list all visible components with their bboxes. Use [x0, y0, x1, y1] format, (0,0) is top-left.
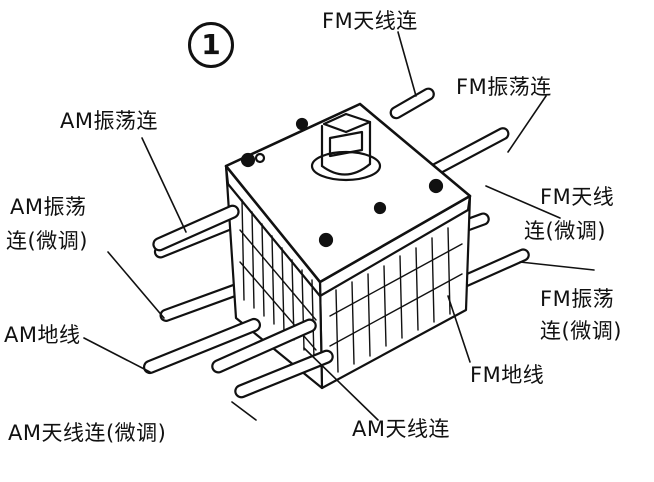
label-fm-antenna-fine-2: 连(微调): [524, 219, 606, 243]
label-am-antenna: AM天线连: [352, 417, 450, 441]
front-pins: [142, 204, 334, 399]
label-fm-antenna-fine-1: FM天线: [540, 185, 615, 209]
label-am-oscillator-fine-2: 连(微调): [6, 229, 88, 253]
leader-lines: [83, 31, 595, 421]
label-fm-antenna: FM天线连: [322, 9, 418, 33]
label-am-oscillator-fine-1: AM振荡: [10, 195, 87, 219]
figure-number: 1: [188, 22, 234, 68]
label-fm-oscillator-fine-1: FM振荡: [540, 287, 615, 311]
label-am-antenna-fine: AM天线连(微调): [8, 421, 167, 445]
label-am-oscillator: AM振荡连: [60, 109, 158, 133]
label-am-ground: AM地线: [4, 323, 81, 347]
label-fm-oscillator-fine-2: 连(微调): [540, 319, 622, 343]
label-fm-oscillator: FM振荡连: [456, 75, 552, 99]
label-fm-ground: FM地线: [470, 363, 545, 387]
